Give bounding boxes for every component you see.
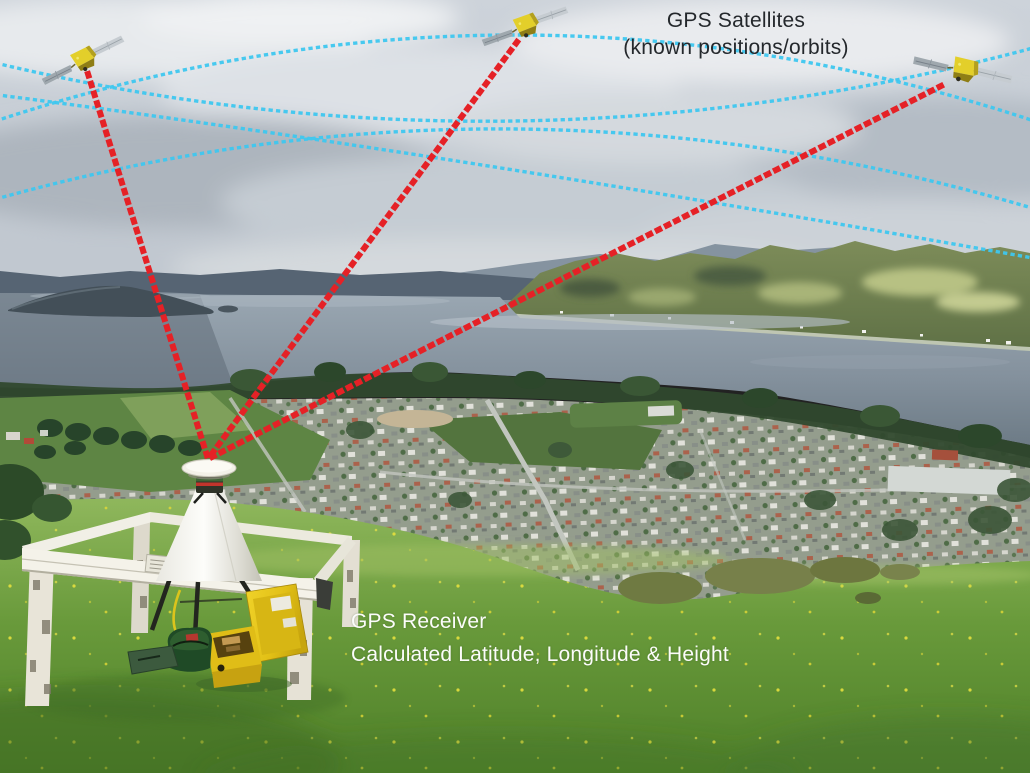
hill-sunlit-patches [560, 266, 1020, 312]
left-field-light [120, 392, 252, 440]
equipment-case [206, 583, 309, 688]
cone-edge [213, 488, 237, 582]
sports-building [647, 405, 675, 417]
crest-bushes [618, 557, 920, 604]
satellites-label-line1: GPS Satellites [666, 9, 806, 32]
grass-shading [0, 692, 1030, 773]
trig-station [21, 459, 360, 722]
shore-tree-clumps [230, 362, 1002, 448]
equipment [127, 583, 309, 692]
signal-line-middle [203, 37, 522, 464]
lake-reflections [30, 292, 1010, 369]
case-item2 [225, 645, 241, 652]
satellites-label-line2: (known positions/orbits) [623, 35, 849, 59]
red-roof-building [931, 449, 959, 461]
mount-leg [216, 492, 227, 504]
gps-antenna [181, 459, 237, 504]
island-highlight [11, 286, 121, 310]
orbit-arc-2 [0, 46, 1030, 123]
mount-leg [193, 492, 204, 504]
mount-red-band [196, 482, 223, 486]
case-latch [217, 664, 225, 672]
case-label-large [270, 595, 292, 612]
mount-green-band [196, 478, 223, 482]
orbit-arc-4 [0, 93, 1030, 260]
green-bag [167, 627, 212, 672]
orbit-arcs [0, 33, 1030, 260]
receiver-label-line2: Calculated Latitude, Longitude & Height [351, 643, 729, 666]
satellites-label: GPS Satellites (known positions/orbits) [586, 8, 886, 62]
case-front [212, 664, 262, 688]
clipboard [127, 645, 179, 675]
case-label-small [282, 617, 297, 628]
industrial-building [887, 465, 1011, 496]
spade [316, 578, 333, 610]
receiver-label-line1: GPS Receiver [351, 610, 487, 633]
left-edge-buildings [6, 430, 48, 444]
trig-legs [25, 521, 360, 706]
signal-line-left [84, 70, 212, 463]
sandy-patch [377, 410, 453, 428]
orbit-arc-1 [0, 33, 1030, 122]
field-tree-rows [34, 419, 202, 459]
signal-line-right [203, 81, 946, 464]
signal-lines [84, 37, 946, 464]
rail-left [22, 512, 152, 557]
rail-right [314, 537, 356, 588]
town-tree-clumps [346, 421, 1030, 541]
case-item [221, 635, 241, 646]
lake-water [0, 293, 1030, 445]
cone [156, 489, 262, 581]
islet [218, 305, 238, 313]
case-interior [213, 631, 254, 658]
orbit-arc-3 [0, 127, 1030, 210]
antenna-disc-top [186, 460, 232, 473]
receiver-label: GPS Receiver Calculated Latitude, Longit… [351, 611, 729, 665]
